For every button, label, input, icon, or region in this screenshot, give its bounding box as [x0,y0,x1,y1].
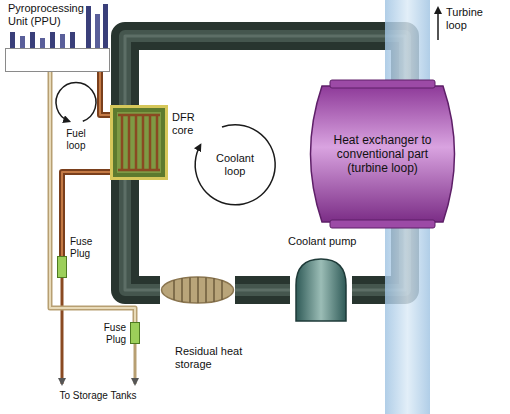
fuse-plug-outline [57,256,67,278]
annotation: Coolant loop [210,152,260,178]
coolant-pump-outline [290,255,352,325]
pipe [100,72,110,115]
pipe-stroke [100,72,110,115]
ppu-box: Pyroprocessing Unit (PPU) [5,48,110,72]
reactor-core: DFR core [110,105,168,180]
coolant-loop-arrow [195,125,275,205]
pipe-stroke [125,180,160,290]
node-label: DFR core [172,111,202,137]
reactor-core-outline [110,105,168,180]
fuse-plug: Fuse Plug [57,256,67,278]
node-label: Fuse Plug [70,236,100,260]
ppu-box-outline [5,48,110,72]
node-label: Coolant pump [288,235,357,248]
pipe-stroke [235,276,290,304]
residual-heat-storage-outline [160,276,235,304]
fuel-loop-arrow [56,82,96,121]
drain-line [134,344,137,384]
node-label: Residual heat storage [175,345,265,371]
coolant-pump: Coolant pump [290,255,352,325]
pipe-stroke [100,72,110,115]
fuse-plug: Fuse Plug [130,322,140,344]
node-label: Pyroprocessing Unit (PPU) [8,2,90,28]
drain-line [61,278,64,384]
pipe-stroke [235,289,290,292]
annotation: Turbine loop [446,6,496,32]
residual-heat-storage: Residual heat storage [160,276,235,304]
fuse-plug-outline [130,322,140,344]
node-label: Fuse Plug [94,322,126,346]
pipe-stroke [125,180,160,290]
turbine-arrow [437,8,439,40]
pipe-stroke [125,180,160,290]
pipe-stroke [235,284,290,296]
heat-exchanger: Heat exchanger to conventional part (tur… [300,80,465,228]
annotation: To Storage Tanks [48,390,148,402]
node-label: Heat exchanger to conventional part (tur… [324,133,442,175]
pipe [235,290,290,291]
pipe [125,180,160,290]
annotation: Fuel loop [61,128,91,152]
